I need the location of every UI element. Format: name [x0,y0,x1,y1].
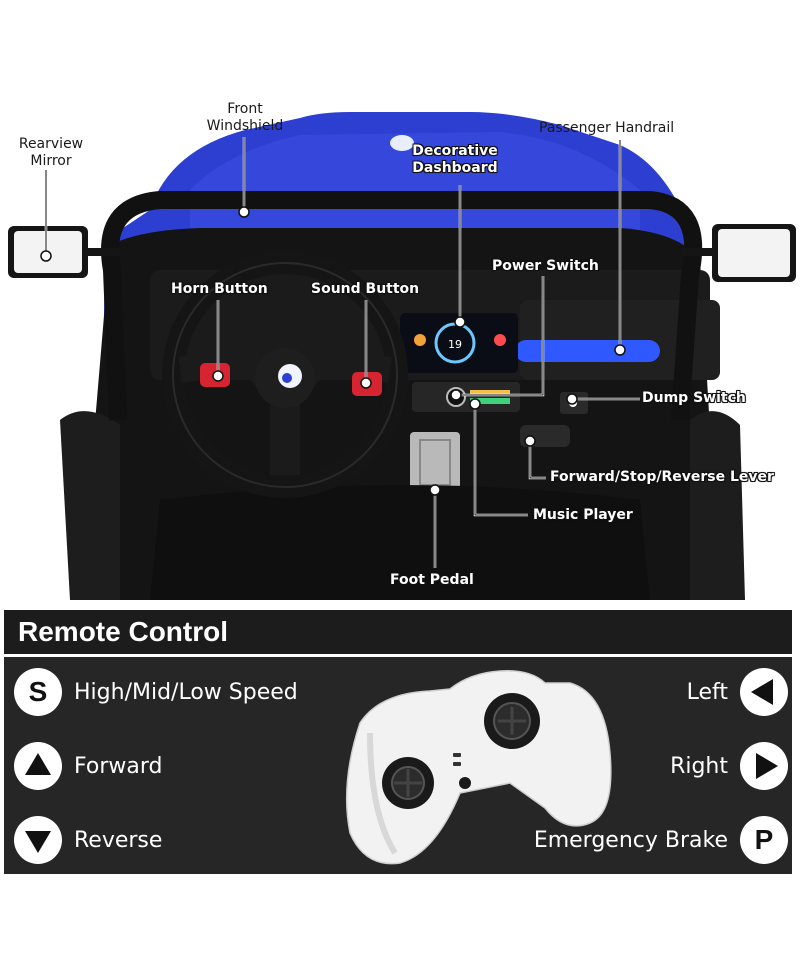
p-letter-icon: P [740,816,788,864]
down-triangle-icon [14,816,62,864]
left-item: Left [687,668,788,716]
remote-title-bar: Remote Control [4,610,792,657]
horn-button-label: Horn Button [171,281,268,297]
emergency-brake-item: P Emergency Brake [534,816,788,864]
dump-switch-label: Dump Switch [642,390,746,406]
up-triangle-icon [14,742,62,790]
remote-title: Remote Control [18,616,228,647]
decorative-dashboard-label: Decorative Dashboard [412,143,498,176]
s-letter-icon: S [14,668,62,716]
front-windshield-label: Front Windshield [206,101,284,134]
car-interior-illustration: 19 [8,112,796,600]
forward-item: Forward [14,742,162,790]
left-triangle-icon [740,668,788,716]
speed-readout: 19 [448,338,462,351]
remote-panel: S High/Mid/Low Speed Forward Reverse Lef… [4,657,792,874]
reverse-label: Reverse [74,827,163,853]
right-item: Right [670,742,788,790]
passenger-handrail-label: Passenger Handrail [539,120,675,136]
left-label: Left [686,679,728,705]
reverse-item: Reverse [14,816,162,864]
rearview-mirror-label: Rearview Mirror [18,136,84,169]
forward-label: Forward [74,753,163,779]
music-player-label: Music Player [533,507,633,523]
speed-item: S High/Mid/Low Speed [14,668,298,716]
right-label: Right [670,753,728,779]
speed-label: High/Mid/Low Speed [74,679,298,705]
remote-controller-image [345,670,612,865]
remote-control-section: Remote Control S High/Mid/Low Speed Forw… [4,610,792,874]
foot-pedal-label: Foot Pedal [390,572,474,588]
right-triangle-icon [740,742,788,790]
sound-button-label: Sound Button [311,281,420,297]
emergency-brake-label: Emergency Brake [533,827,728,853]
forward-stop-reverse-lever-label: Forward/Stop/Reverse Lever [550,469,774,485]
power-switch-label: Power Switch [492,258,599,274]
